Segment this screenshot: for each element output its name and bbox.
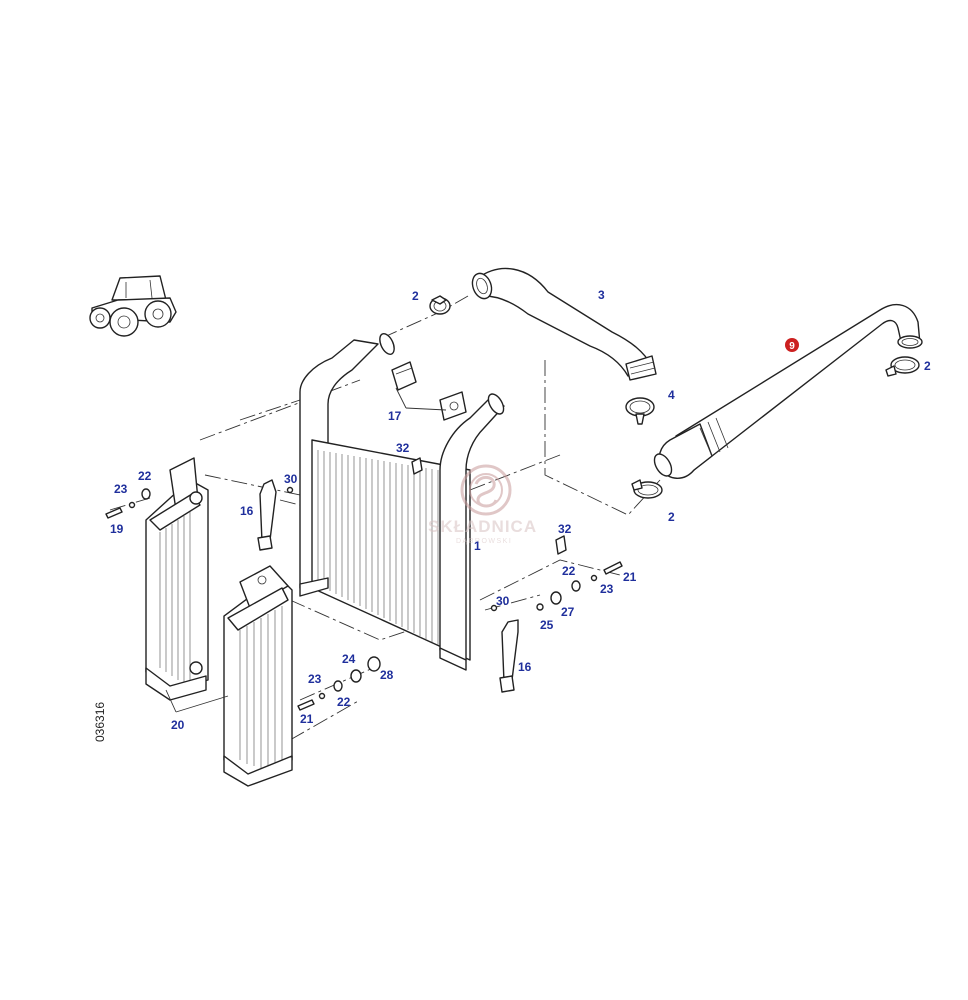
figure-code: 036316 [93,702,107,742]
callout-25[interactable]: 25 [540,618,554,632]
washer [318,692,326,700]
callout-19[interactable]: 19 [110,522,124,536]
callout-16[interactable]: 16 [240,504,254,518]
bolt [603,561,623,575]
callout-2[interactable]: 2 [668,510,675,524]
callout-20[interactable]: 20 [171,718,185,732]
callout-16[interactable]: 16 [518,660,532,674]
hose-clamp [625,397,655,425]
intercooler-core [299,333,505,671]
callout-22[interactable]: 22 [138,469,152,483]
fixing-clip [555,535,567,555]
mounting-bracket [391,361,467,421]
callout-32[interactable]: 32 [396,441,410,455]
callout-32[interactable]: 32 [558,522,572,536]
callout-27[interactable]: 27 [561,605,575,619]
leader-lines [165,387,447,713]
callout-28[interactable]: 28 [380,668,394,682]
watermark-logo: SKŁADNICA DĄBROWSKI [428,464,537,545]
callout-4[interactable]: 4 [668,388,675,402]
charge-air-hose-long [653,303,923,479]
washer [350,669,362,683]
washer [490,604,498,612]
callout-30[interactable]: 30 [496,594,510,608]
bolt [105,507,123,519]
washer [367,656,381,672]
washer [550,591,562,605]
hose-clamp [631,479,663,499]
callout-labels: 2 3 2 4 17 32 22 30 23 16 2 19 32 1 22 2… [110,288,931,732]
callout-1[interactable]: 1 [474,539,481,553]
callout-22[interactable]: 22 [562,564,576,578]
callout-23[interactable]: 23 [114,482,128,496]
callout-21[interactable]: 21 [300,712,314,726]
callout-3[interactable]: 3 [598,288,605,302]
fixing-clip [411,457,423,475]
callout-9: 9 [789,341,795,352]
callout-22[interactable]: 22 [337,695,351,709]
washer [128,501,136,509]
cooler-fins [317,450,439,645]
washer [590,574,598,582]
washer [536,603,544,611]
callout-23[interactable]: 23 [600,582,614,596]
callout-23[interactable]: 23 [308,672,322,686]
watermark-name: SKŁADNICA [428,517,537,536]
callout-30[interactable]: 30 [284,472,298,486]
fasteners [105,486,623,711]
charge-air-hose-upper [471,267,657,381]
callout-2[interactable]: 2 [924,359,931,373]
washer [141,488,151,500]
mounting-strap [499,619,519,693]
callout-21[interactable]: 21 [623,570,637,584]
washer [571,580,581,592]
callout-2[interactable]: 2 [412,289,419,303]
bolt [297,699,315,711]
tractor-icon [89,275,177,337]
callout-badge [785,338,799,352]
callout-24[interactable]: 24 [342,652,356,666]
washer [286,486,294,494]
callout-17[interactable]: 17 [388,409,402,423]
mounting-strap [257,479,277,551]
highlighted-callout[interactable]: 9 [785,338,799,352]
side-cooler-rear [145,457,209,701]
hose-clamp [885,356,920,377]
washer [333,680,343,692]
watermark-sub: DĄBROWSKI [456,538,512,545]
hose-clamp [429,295,451,315]
side-cooler-front [223,565,293,787]
